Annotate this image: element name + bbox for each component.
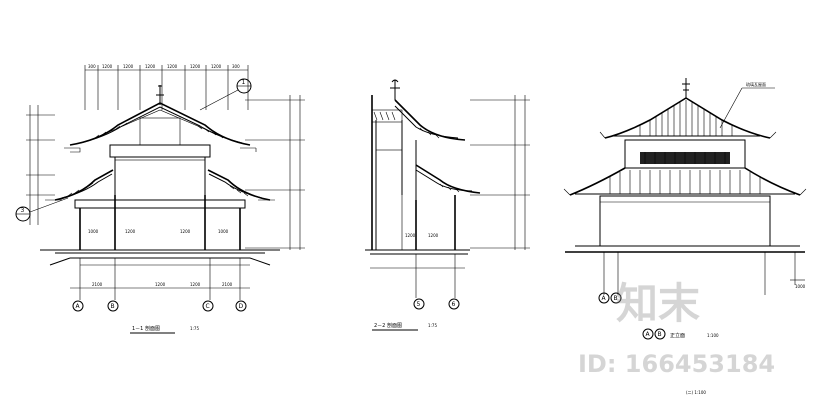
detail-callout: 1 <box>199 78 252 111</box>
ground-dims: 1000 1200 1200 1000 <box>88 229 229 234</box>
ground-dim-label: 1200 <box>405 233 416 238</box>
detail-callout: 3 <box>15 197 69 222</box>
drawing-scale: 1:75 <box>428 323 437 328</box>
drawing-title: 1－1 剖面图 <box>132 325 160 332</box>
axis-label: D <box>239 303 244 310</box>
watermark-logo-text: 知末 <box>616 279 700 328</box>
axis-label: 6 <box>452 301 456 308</box>
top-dim-label: 1200 <box>167 64 178 69</box>
callout-number: 1 <box>242 79 246 86</box>
top-dim-label: 300 <box>88 64 96 69</box>
bottom-dim-label: 2100 <box>222 282 233 287</box>
upper-roof-tiles <box>639 100 733 136</box>
upper-roof <box>69 102 251 146</box>
axis-label: A <box>646 331 651 338</box>
axis-label: A <box>76 303 81 310</box>
lower-roof <box>54 169 271 201</box>
section-2-2: 1200 1200 5 6 2－2 剖面图 1:75 <box>365 79 530 331</box>
ground-dim-label: 1000 <box>88 229 99 234</box>
axis-bubble: 6 <box>448 298 460 310</box>
axis-bubble: B <box>107 300 119 312</box>
ground-dim-label: 1200 <box>428 233 439 238</box>
drawing-scale: 1:75 <box>190 326 199 331</box>
axis-bubble: 5 <box>413 298 425 310</box>
axis-label: C <box>206 303 210 310</box>
bottom-dims: 2100 1200 1200 2100 <box>92 282 233 287</box>
bottom-dim-label: 1200 <box>155 282 166 287</box>
top-dim-label: 300 <box>232 64 240 69</box>
drawing-title: 2－2 剖面图 <box>374 322 402 329</box>
upper-roof <box>604 97 771 139</box>
drawing-scale: 1:100 <box>707 333 719 338</box>
top-dim-label: 1200 <box>102 64 113 69</box>
top-dim-labels: 300 1200 1200 1200 1200 1200 1200 300 <box>88 64 240 69</box>
front-elevation: 1000 A B A B 正立面 1:100 琉璃瓦屋面 (二) 1:100 <box>563 78 807 395</box>
bottom-dim-label: 1200 <box>190 282 201 287</box>
lower-roof <box>569 167 801 196</box>
ground-dim-label: 1200 <box>125 229 136 234</box>
leader-line <box>719 87 743 129</box>
ground-dim-label: 1000 <box>218 229 229 234</box>
watermark: 知末 ID: 166453184 <box>578 279 775 378</box>
axis-bubble: A <box>598 292 610 304</box>
ridge-ornament <box>156 85 164 105</box>
top-dim-label: 1200 <box>190 64 201 69</box>
axis-bubble: A <box>72 300 84 312</box>
axis-bubble: B <box>610 292 622 304</box>
upper-roof <box>394 99 466 141</box>
lower-roof <box>415 164 481 194</box>
leader-note: 琉璃瓦屋面 <box>746 81 766 87</box>
ground-dims: 1200 1200 <box>405 233 439 238</box>
axis-bubble: C <box>202 300 214 312</box>
axis-label: 5 <box>417 301 421 308</box>
top-dim-label: 1200 <box>211 64 222 69</box>
drawing-title: 正立面 <box>670 332 685 339</box>
axis-bubble: D <box>235 300 247 312</box>
watermark-id-text: ID: 166453184 <box>578 350 775 378</box>
axis-bubble: A <box>642 328 654 340</box>
ridge-ornament <box>390 79 400 100</box>
axis-label: B <box>658 331 662 338</box>
bottom-dim-label: 1000 <box>795 284 806 289</box>
finial <box>682 78 690 98</box>
lower-roof-tiles <box>609 170 761 194</box>
callout-number: 3 <box>21 207 25 214</box>
top-dim-label: 1200 <box>123 64 134 69</box>
ground-dim-label: 1200 <box>180 229 191 234</box>
bottom-note: (二) 1:100 <box>686 390 706 395</box>
axis-bubble: B <box>654 328 666 340</box>
bottom-dim-label: 2100 <box>92 282 103 287</box>
axis-label: A <box>602 295 607 302</box>
axis-label: B <box>111 303 115 310</box>
axis-label: B <box>614 295 618 302</box>
section-1-1: 300 1200 1200 1200 1200 1200 1200 300 <box>15 64 305 334</box>
top-dim-label: 1200 <box>145 64 156 69</box>
